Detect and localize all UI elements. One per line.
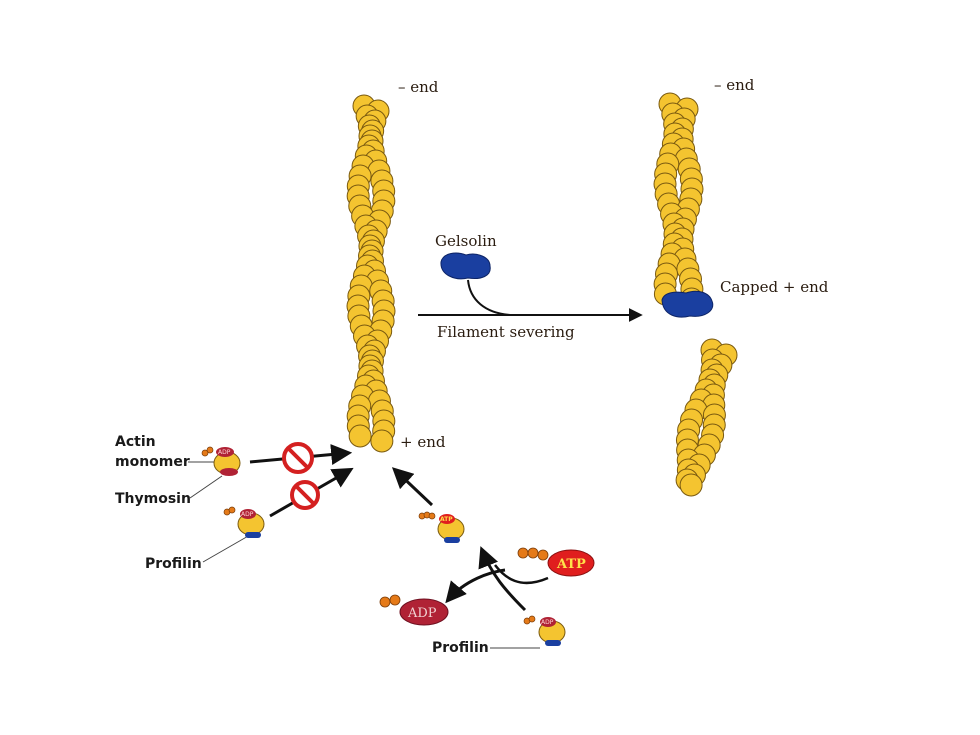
free-adp: ADP (379, 594, 449, 626)
actin-subunit (370, 429, 394, 453)
actin-monomer-label-line2: monomer (115, 454, 190, 470)
gelsolin-binding-curve (467, 279, 511, 316)
actin-thymosin-complex: ADP (201, 446, 241, 476)
profilin-label-left: Profilin (145, 556, 202, 572)
leader-thymosin (189, 475, 223, 499)
monomer-nucleotide-1: ADP (218, 449, 231, 456)
gelsolin-cap-icon (661, 290, 714, 318)
arrow-atp-complex-to-plus-end (391, 467, 434, 507)
actin-profilin-atp-complex: ATP (418, 511, 465, 543)
gelsolin-protein-icon (440, 252, 491, 280)
leader-profilin-left (202, 534, 251, 563)
filament-severing-label: Filament severing (437, 323, 575, 341)
minus-end-label-right: – end (714, 76, 755, 94)
actin-subunit (348, 424, 372, 448)
minus-end-label-left: – end (398, 78, 439, 96)
actin-filament-main (346, 94, 396, 453)
gelsolin-label: Gelsolin (435, 232, 497, 250)
monomer-nucleotide-3: ATP (440, 516, 453, 523)
profilin-label-bottom: Profilin (432, 640, 489, 656)
free-atp: ATP (517, 547, 595, 577)
exchange-arrow-adp (445, 568, 506, 604)
capped-plus-end-label: Capped + end (720, 278, 829, 296)
no-entry-icon (282, 442, 314, 474)
actin-filament-capped (653, 92, 704, 311)
monomer-nucleotide-2: ADP (241, 511, 254, 518)
atp-chip-label: ATP (556, 557, 586, 572)
atp-binding-curve (494, 564, 549, 585)
actin-profilin-adp-complex-bottom: ADP (523, 615, 566, 646)
plus-end-label: + end (400, 433, 446, 451)
exchange-arrow-up (478, 546, 527, 612)
actin-profilin-complex-left: ADP (223, 506, 265, 538)
actin-filament-fragment (675, 338, 738, 497)
no-entry-icon (290, 480, 320, 510)
actin-subunit (679, 473, 703, 497)
adp-chip-label: ADP (407, 606, 437, 621)
thymosin-label: Thymosin (115, 491, 191, 507)
actin-monomer-label-line1: Actin (115, 434, 156, 450)
monomer-nucleotide-4: ADP (541, 619, 554, 626)
